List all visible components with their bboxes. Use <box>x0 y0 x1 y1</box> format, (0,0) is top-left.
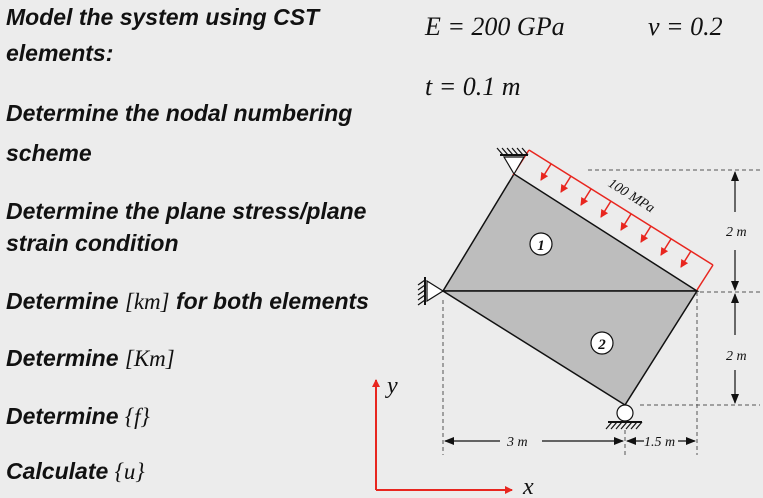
dim-vertical-top: 2 m <box>726 225 747 240</box>
dim-horizontal-left: 3 m <box>506 435 528 450</box>
task-numbering-line2: scheme <box>6 140 92 166</box>
task-km-suffix: for both elements <box>169 288 369 314</box>
task-f-math: {f} <box>124 404 150 429</box>
param-poisson-ratio: v = 0.2 <box>648 12 723 41</box>
param-youngs-modulus: E = 200 GPa <box>425 12 565 41</box>
element-2-label: 2 <box>597 337 606 353</box>
dim-horizontal-right: 1.5 m <box>644 435 675 450</box>
task-f-prefix: Determine <box>6 403 125 429</box>
task-km-prefix: Determine <box>6 288 125 314</box>
element-1-tag: 1 <box>529 232 553 256</box>
param-thickness: t = 0.1 m <box>425 72 521 101</box>
element-2 <box>440 290 699 407</box>
task-km-math: [km] <box>124 289 170 314</box>
task-u-math: {u} <box>114 459 145 484</box>
load-label: 100 MPa <box>605 176 657 216</box>
dimension-guides <box>442 169 760 455</box>
pin-support-left <box>417 277 445 306</box>
task-element-stiffness: Determine [km] for both elements <box>6 286 369 317</box>
roller-support-bottom <box>605 404 643 430</box>
task-numbering-line1: Determine the nodal numbering <box>6 100 353 126</box>
element-1-label: 1 <box>537 238 545 254</box>
task-Km-prefix: Determine <box>6 345 125 371</box>
element-2-tag: 2 <box>590 331 614 355</box>
pin-support-top <box>496 147 529 176</box>
task-displacement: Calculate {u} <box>6 456 145 487</box>
task-force-vector: Determine {f} <box>6 401 150 432</box>
element-1 <box>441 172 700 292</box>
task-plane-line1: Determine the plane stress/plane <box>6 198 367 224</box>
task-global-stiffness: Determine [Km] <box>6 343 175 374</box>
axis-y-label: y <box>385 373 398 399</box>
task-u-prefix: Calculate <box>6 458 115 484</box>
task-Km-math: [Km] <box>124 346 175 371</box>
task-plane-line2: strain condition <box>6 230 179 256</box>
axis-x-label: x <box>522 474 534 498</box>
coordinate-axes <box>372 379 513 494</box>
task-model-line1: Model the system using CST <box>6 4 320 30</box>
task-model-line2: elements: <box>6 40 114 66</box>
dim-vertical-bottom: 2 m <box>726 349 747 364</box>
